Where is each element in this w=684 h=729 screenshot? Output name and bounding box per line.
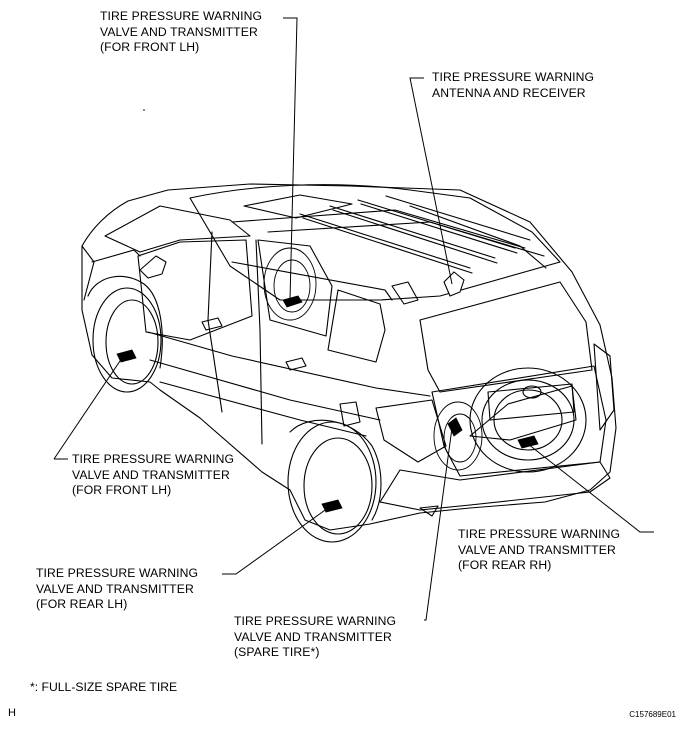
leader-antenna (409, 77, 453, 285)
figure-code: C157689E01 (629, 710, 676, 719)
valve-spare (447, 417, 463, 437)
antenna-receiver-shape (443, 271, 465, 297)
corner-letter: H (8, 707, 16, 719)
vehicle-body-outline (81, 183, 617, 531)
label-front-lh-left: TIRE PRESSURE WARNING VALVE AND TRANSMIT… (72, 452, 235, 497)
footnote: *: FULL-SIZE SPARE TIRE (30, 680, 178, 694)
valve-rear-rh (517, 435, 539, 449)
label-rear-rh: TIRE PRESSURE WARNING VALVE AND TRANSMIT… (458, 527, 621, 572)
valve-front-lh (116, 349, 137, 363)
leader-rear-rh (527, 443, 654, 533)
label-antenna: TIRE PRESSURE WARNING ANTENNA AND RECEIV… (432, 70, 595, 100)
label-spare: TIRE PRESSURE WARNING VALVE AND TRANSMIT… (234, 614, 397, 659)
label-rear-lh: TIRE PRESSURE WARNING VALVE AND TRANSMIT… (36, 566, 199, 611)
leader-front-lh-top (283, 17, 298, 301)
label-front-lh-top: TIRE PRESSURE WARNING VALVE AND TRANSMIT… (100, 9, 263, 54)
valve-front-lh-upper (282, 295, 303, 308)
leader-rear-lh (222, 507, 329, 575)
leader-spare (424, 427, 453, 621)
